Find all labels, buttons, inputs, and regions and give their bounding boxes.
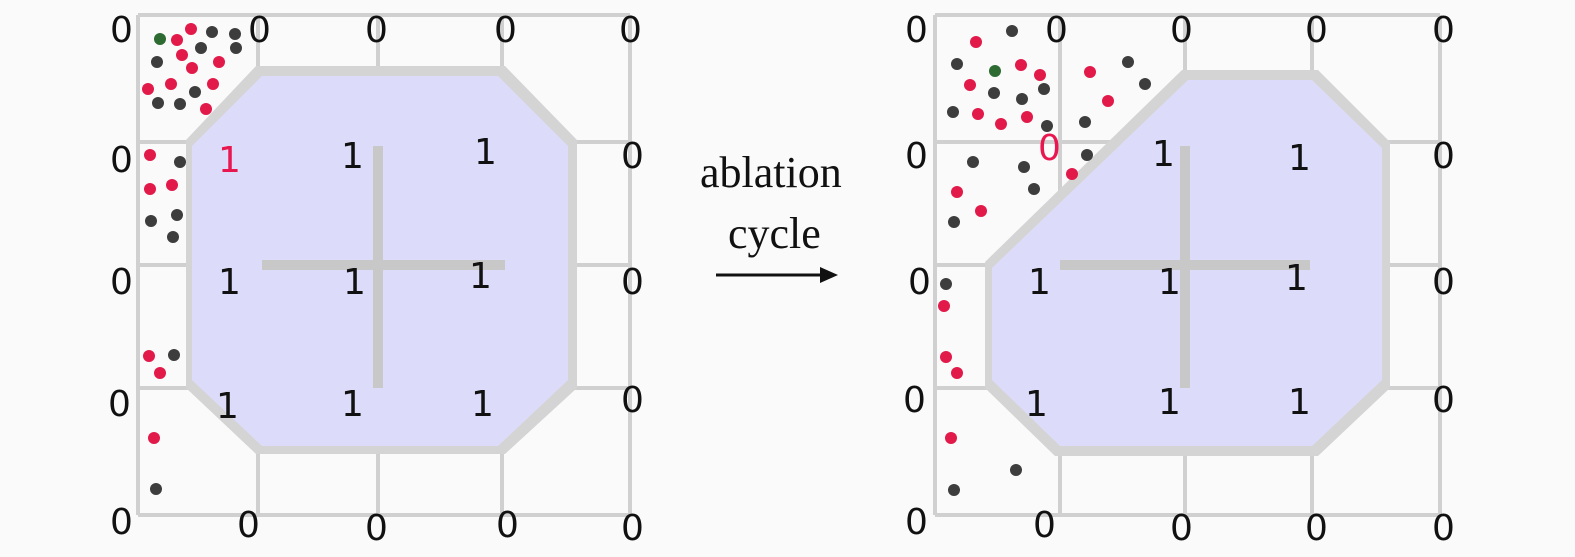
cell-value: 0: [237, 505, 260, 546]
highlighted-cell-value: 1: [218, 140, 241, 181]
cell-value: 0: [110, 10, 133, 51]
cell-value: 0: [248, 10, 271, 51]
cell-value: 0: [1432, 262, 1455, 303]
cell-value: 1: [471, 384, 494, 425]
cell-value: 0: [905, 136, 928, 177]
cell-value: 0: [1432, 10, 1455, 51]
panel-before: 0 0 0 0 0 0 1 1 1 0 0 1 1 1 0 0 1 1 1 0 …: [108, 10, 644, 549]
cell-value: 0: [1045, 10, 1068, 51]
cell-value: 1: [341, 136, 364, 177]
region-cross-after: [1060, 146, 1310, 388]
cell-value: 1: [1152, 134, 1175, 175]
cell-value: 0: [905, 10, 928, 51]
cell-value: 1: [1025, 384, 1048, 425]
region-cross-before: [262, 146, 505, 388]
cell-value: 1: [343, 262, 366, 303]
cell-value: 0: [621, 380, 644, 421]
cell-value: 0: [1432, 136, 1455, 177]
cell-value: 1: [1028, 262, 1051, 303]
cell-value: 0: [1432, 380, 1455, 421]
cell-value: 0: [1305, 508, 1328, 549]
cell-value: 0: [619, 10, 642, 51]
cell-value: 0: [110, 262, 133, 303]
cell-value: 0: [494, 10, 517, 51]
particles-after: [938, 25, 1151, 496]
cell-value: 0: [903, 380, 926, 421]
cell-value: 0: [365, 10, 388, 51]
cell-value: 1: [218, 262, 241, 303]
arrow-head-icon: [820, 267, 838, 283]
cell-value: 1: [1288, 138, 1311, 179]
cell-value: 0: [621, 262, 644, 303]
cell-value: 1: [1158, 382, 1181, 423]
cell-value: 0: [908, 262, 931, 303]
highlighted-cell-value: 0: [1038, 128, 1061, 169]
ablation-cycle-arrow: ablation cycle: [700, 148, 842, 283]
cell-value: 1: [469, 256, 492, 297]
cell-value: 1: [341, 384, 364, 425]
cell-value: 1: [1288, 382, 1311, 423]
cell-value: 1: [216, 386, 239, 427]
cell-value: 1: [1158, 262, 1181, 303]
arrow-label-line-1: ablation: [700, 148, 842, 197]
cell-value: 0: [110, 502, 133, 543]
cell-value: 0: [110, 140, 133, 181]
cell-value: 0: [621, 508, 644, 549]
cell-value: 1: [474, 132, 497, 173]
cell-value: 0: [365, 508, 388, 549]
cell-value: 0: [1305, 10, 1328, 51]
cell-value: 0: [1033, 505, 1056, 546]
cell-value: 0: [1432, 508, 1455, 549]
grid-values-before: 0 0 0 0 0 0 1 1 1 0 0 1 1 1 0 0 1 1 1 0 …: [108, 10, 644, 549]
cell-value: 0: [1170, 508, 1193, 549]
cell-value: 0: [621, 136, 644, 177]
arrow-label-line-2: cycle: [728, 209, 821, 258]
grid-values-after: 0 0 0 0 0 0 0 1 1 0 0 1 1 1 0 0 1 1 1 0 …: [903, 10, 1455, 549]
particles-before: [142, 23, 242, 495]
panel-after: 0 0 0 0 0 0 0 1 1 0 0 1 1 1 0 0 1 1 1 0 …: [903, 10, 1455, 549]
cell-value: 0: [108, 384, 131, 425]
cell-value: 1: [1285, 258, 1308, 299]
cell-value: 0: [496, 505, 519, 546]
cell-value: 0: [905, 502, 928, 543]
cell-value: 0: [1170, 10, 1193, 51]
